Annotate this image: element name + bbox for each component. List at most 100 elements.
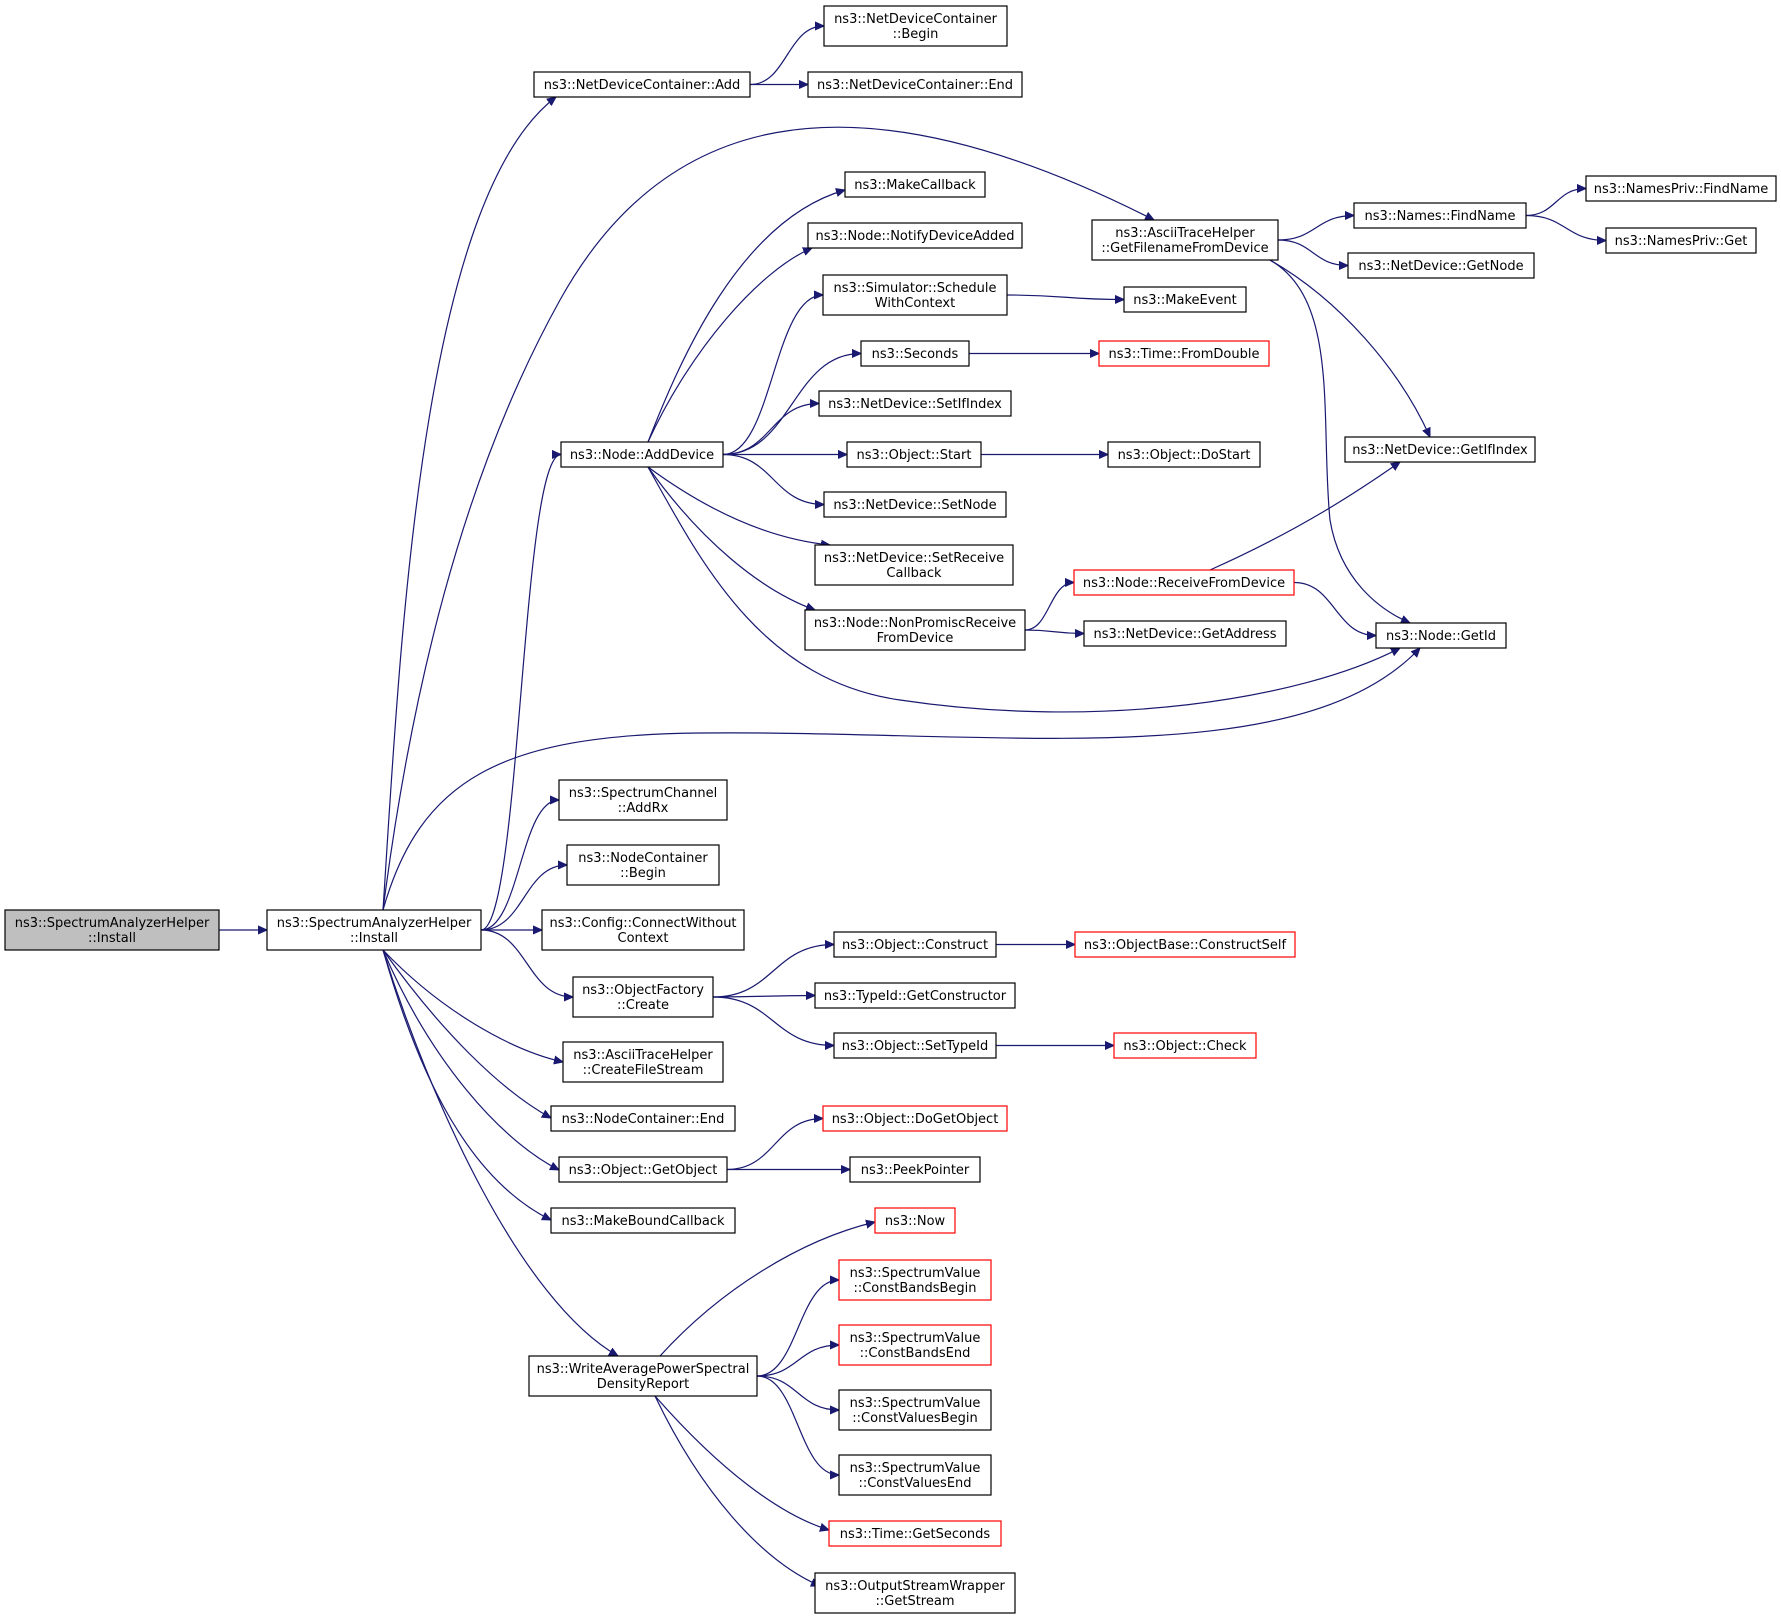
- node-obj_getobject[interactable]: ns3::Object::GetObject: [558, 1156, 728, 1183]
- node-ob_constructself[interactable]: ns3::ObjectBase::ConstructSelf: [1074, 931, 1296, 958]
- node-obj_start[interactable]: ns3::Object::Start: [846, 441, 982, 468]
- edge-write_apsd-to-sv_cvend: [756, 1375, 839, 1475]
- node-make_callback[interactable]: ns3::MakeCallback: [844, 171, 986, 198]
- node-sah_install_root: ns3::SpectrumAnalyzerHelper::Install: [4, 909, 220, 951]
- node-node_getid[interactable]: ns3::Node::GetId: [1375, 622, 1507, 649]
- node-nc_end[interactable]: ns3::NodeContainer::End: [550, 1105, 736, 1132]
- edge-write_apsd-to-time_getseconds: [654, 1395, 829, 1530]
- edge-node_receive-to-node_getid: [1293, 581, 1376, 636]
- edge-node_adddevice-to-node_getid: [647, 466, 1400, 713]
- node-box: [838, 1389, 992, 1431]
- node-seconds[interactable]: ns3::Seconds: [860, 340, 970, 367]
- edge-write_apsd-to-sv_cvbegin: [756, 1375, 839, 1410]
- node-makeboundcallback[interactable]: ns3::MakeBoundCallback: [550, 1207, 736, 1234]
- node-label: ns3::SpectrumAnalyzerHelper: [277, 916, 472, 931]
- node-label: ns3::Names::FindName: [1365, 209, 1516, 224]
- node-label: ns3::MakeBoundCallback: [561, 1214, 725, 1229]
- node-node_receive[interactable]: ns3::Node::ReceiveFromDevice: [1073, 569, 1295, 596]
- edge-sah_install-to-sc_addrx: [480, 800, 559, 931]
- node-box: [818, 390, 1012, 417]
- node-box: [1074, 931, 1296, 958]
- edge-ath_getfilename-to-nd_getnode: [1277, 239, 1348, 266]
- node-sv_cbbegin[interactable]: ns3::SpectrumValue::ConstBandsBegin: [838, 1259, 992, 1301]
- node-label: ns3::TypeId::GetConstructor: [824, 989, 1007, 1004]
- edge-sah_install-to-node_adddevice: [480, 455, 561, 931]
- node-box: [528, 1355, 758, 1397]
- node-time_getseconds[interactable]: ns3::Time::GetSeconds: [828, 1520, 1002, 1547]
- node-peekpointer[interactable]: ns3::PeekPointer: [849, 1156, 981, 1183]
- node-ath_getfilename[interactable]: ns3::AsciiTraceHelper::GetFilenameFromDe…: [1091, 219, 1279, 261]
- node-label: ns3::Object::Construct: [842, 938, 988, 953]
- edge-sah_install-to-ath_createfile: [382, 949, 563, 1062]
- node-label: ns3::Node::AddDevice: [570, 448, 714, 463]
- node-box: [844, 171, 986, 198]
- edge-of_create-to-obj_settypeid: [712, 996, 834, 1046]
- node-nc_begin[interactable]: ns3::NodeContainer::Begin: [566, 844, 720, 886]
- node-names_findname[interactable]: ns3::Names::FindName: [1353, 202, 1527, 229]
- node-sc_addrx[interactable]: ns3::SpectrumChannel::AddRx: [558, 779, 728, 821]
- node-box: [822, 274, 1008, 316]
- node-box: [1113, 1032, 1257, 1059]
- edge-node_nonpromisc-to-node_receive: [1024, 583, 1074, 631]
- node-box: [1073, 569, 1295, 596]
- node-label: ns3::NodeContainer: [578, 851, 708, 866]
- node-nd_getnode[interactable]: ns3::NetDevice::GetNode: [1347, 252, 1535, 279]
- node-namespriv_findname[interactable]: ns3::NamesPriv::FindName: [1585, 175, 1777, 202]
- node-sv_cvbegin[interactable]: ns3::SpectrumValue::ConstValuesBegin: [838, 1389, 992, 1431]
- node-label: ns3::SpectrumAnalyzerHelper: [15, 916, 210, 931]
- node-obj_check[interactable]: ns3::Object::Check: [1113, 1032, 1257, 1059]
- node-typeid_getctor[interactable]: ns3::TypeId::GetConstructor: [814, 982, 1016, 1009]
- node-node_notify[interactable]: ns3::Node::NotifyDeviceAdded: [807, 222, 1023, 249]
- node-label: ns3::PeekPointer: [861, 1163, 970, 1178]
- node-box: [814, 544, 1014, 586]
- node-box: [562, 1041, 724, 1083]
- node-label: ns3::Object::GetObject: [569, 1163, 718, 1178]
- node-label: ns3::ObjectBase::ConstructSelf: [1084, 938, 1287, 953]
- node-of_create[interactable]: ns3::ObjectFactory::Create: [572, 976, 714, 1018]
- node-obj_construct[interactable]: ns3::Object::Construct: [833, 931, 997, 958]
- node-nd_getaddress[interactable]: ns3::NetDevice::GetAddress: [1083, 620, 1287, 647]
- edge-sah_install-to-node_getid: [382, 648, 1420, 911]
- node-label: ::Create: [617, 998, 669, 1013]
- node-label: ns3::Object::SetTypeId: [842, 1039, 988, 1054]
- node-sv_cbend[interactable]: ns3::SpectrumValue::ConstBandsEnd: [838, 1324, 992, 1366]
- node-box: [804, 609, 1026, 651]
- node-label: ns3::NetDevice::GetAddress: [1093, 627, 1276, 642]
- node-label: DensityReport: [597, 1377, 690, 1392]
- node-node_adddevice[interactable]: ns3::Node::AddDevice: [560, 441, 724, 468]
- node-ndc_end[interactable]: ns3::NetDeviceContainer::End: [807, 71, 1023, 98]
- node-box: [550, 1207, 736, 1234]
- node-sah_install[interactable]: ns3::SpectrumAnalyzerHelper::Install: [266, 909, 482, 951]
- node-label: ns3::ObjectFactory: [582, 983, 704, 998]
- node-sv_cvend[interactable]: ns3::SpectrumValue::ConstValuesEnd: [838, 1454, 992, 1496]
- node-osw_getstream[interactable]: ns3::OutputStreamWrapper::GetStream: [814, 1572, 1016, 1614]
- node-obj_dostart[interactable]: ns3::Object::DoStart: [1107, 441, 1261, 468]
- node-nd_setnode[interactable]: ns3::NetDevice::SetNode: [823, 491, 1007, 518]
- node-box: [4, 909, 220, 951]
- edge-sah_install-to-write_apsd: [382, 949, 618, 1356]
- node-obj_dogetobject[interactable]: ns3::Object::DoGetObject: [822, 1105, 1008, 1132]
- node-nd_getifindex[interactable]: ns3::NetDevice::GetIfIndex: [1344, 436, 1536, 463]
- edge-node_receive-to-nd_getifindex: [1209, 462, 1400, 571]
- node-obj_settypeid[interactable]: ns3::Object::SetTypeId: [833, 1032, 997, 1059]
- node-label: ns3::Simulator::Schedule: [833, 281, 996, 296]
- edge-sah_install-to-obj_getobject: [382, 949, 559, 1170]
- node-now[interactable]: ns3::Now: [874, 1207, 956, 1234]
- node-namespriv_get[interactable]: ns3::NamesPriv::Get: [1605, 227, 1757, 254]
- node-ndc_begin[interactable]: ns3::NetDeviceContainer::Begin: [823, 5, 1008, 47]
- node-label: ns3::Node::NotifyDeviceAdded: [815, 229, 1014, 244]
- node-nd_setifindex[interactable]: ns3::NetDevice::SetIfIndex: [818, 390, 1012, 417]
- edge-sah_install-to-nc_begin: [480, 865, 567, 931]
- node-label: ns3::NetDevice::SetReceive: [824, 551, 1004, 566]
- node-time_fromdouble[interactable]: ns3::Time::FromDouble: [1098, 340, 1270, 367]
- node-write_apsd[interactable]: ns3::WriteAveragePowerSpectralDensityRep…: [528, 1355, 758, 1397]
- node-ath_createfile[interactable]: ns3::AsciiTraceHelper::CreateFileStream: [562, 1041, 724, 1083]
- node-box: [1083, 620, 1287, 647]
- node-ndc_add[interactable]: ns3::NetDeviceContainer::Add: [533, 71, 751, 98]
- node-make_event[interactable]: ns3::MakeEvent: [1123, 286, 1247, 313]
